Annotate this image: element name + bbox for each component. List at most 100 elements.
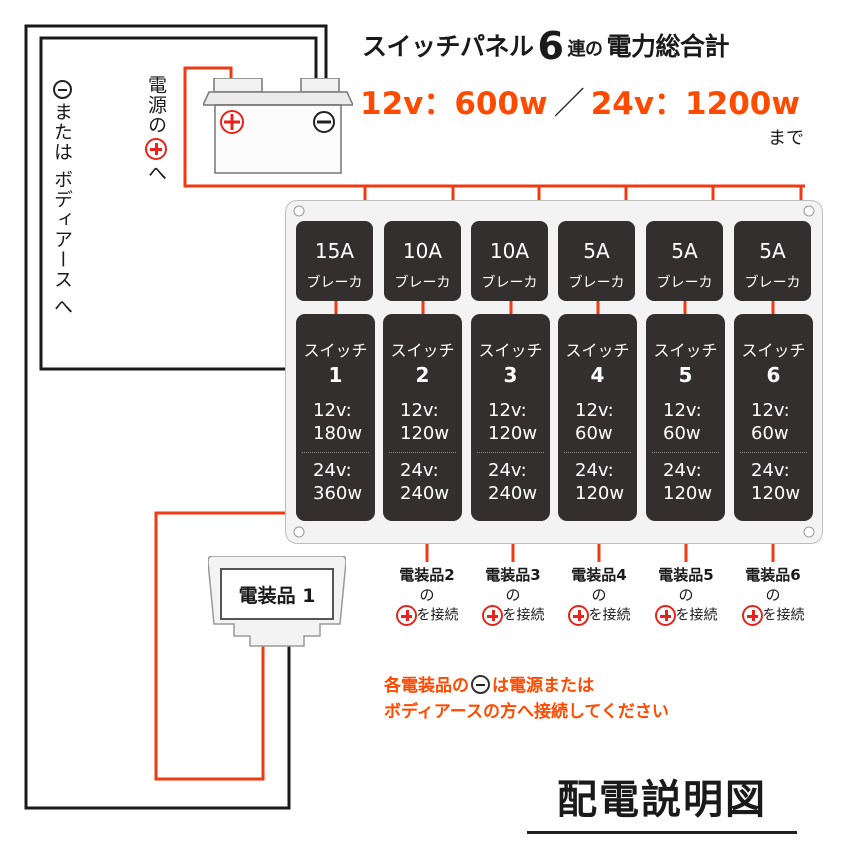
device-connect: を接続 <box>728 605 818 626</box>
device-1-label: 電装品 1 <box>220 568 334 620</box>
device-4-label: 電装品4 の を接続 <box>554 565 644 626</box>
divider <box>652 452 719 453</box>
device-connect: を接続 <box>641 605 731 626</box>
divider <box>389 452 456 453</box>
v12-label: 12v: <box>400 400 439 421</box>
breaker-label: ブレーカ <box>394 275 451 291</box>
switch-number: 4 <box>590 363 605 387</box>
plus-icon <box>741 605 763 626</box>
minus-icon <box>52 80 72 99</box>
device-3-label: 電装品3 の を接続 <box>468 565 558 626</box>
ground-label: または ボディアース へ <box>51 80 73 317</box>
note-line1-b: は電源または <box>492 676 594 696</box>
v24-label: 24v: <box>751 460 790 481</box>
switch-6[interactable]: スイッチ 6 12v: 60w 24v: 120w <box>734 314 813 521</box>
breaker-3[interactable]: 10A ブレーカ <box>471 221 548 301</box>
switch-label: スイッチ <box>478 341 543 360</box>
title-suffix: 電力総合計 <box>606 32 729 61</box>
device-connect-text: を接続 <box>762 607 805 624</box>
switch-label: スイッチ <box>565 341 630 360</box>
note-line1: 各電装品の は電源または <box>384 673 669 699</box>
note-line2: ボディアースの方へ接続してください <box>384 702 669 722</box>
breaker-amp: 5A <box>583 239 610 263</box>
w24-value: 120w <box>575 483 625 504</box>
device-name: 電装品2 <box>399 566 455 584</box>
black-wire-outer <box>24 24 328 810</box>
divider <box>302 452 369 453</box>
breaker-4[interactable]: 5A ブレーカ <box>558 221 635 301</box>
v24-label: 24v: <box>313 460 352 481</box>
device-connect: を接続 <box>554 605 644 626</box>
spec-slash: ／ <box>553 86 585 122</box>
device-of: の <box>678 586 694 604</box>
switch-label: スイッチ <box>390 341 455 360</box>
device-name: 電装品3 <box>485 566 541 584</box>
switch-number: 5 <box>678 363 693 387</box>
note-line1-a: 各電装品の <box>384 676 469 696</box>
device-of: の <box>505 586 521 604</box>
breaker-label: ブレーカ <box>744 275 801 291</box>
device-connect-text: を接続 <box>502 607 545 624</box>
v24-label: 24v: <box>400 460 439 481</box>
w12-value: 60w <box>575 423 613 444</box>
breaker-amp: 10A <box>489 239 530 263</box>
plus-icon <box>567 605 589 626</box>
panel-screw-holes <box>293 205 815 538</box>
battery <box>203 78 353 174</box>
v12-label: 12v: <box>751 400 790 421</box>
switch-number: 2 <box>415 363 430 387</box>
device-connect-text: を接続 <box>675 607 718 624</box>
v12-label: 12v: <box>663 400 702 421</box>
title-count: 6 <box>537 24 564 68</box>
switch-number: 6 <box>766 363 781 387</box>
w24-value: 360w <box>313 483 363 504</box>
device-2-label: 電装品2 の を接続 <box>382 565 472 626</box>
device-name: 電装品4 <box>571 566 627 584</box>
plus-icon <box>145 138 167 160</box>
v12-label: 12v: <box>313 400 352 421</box>
switch-5[interactable]: スイッチ 5 12v: 60w 24v: 120w <box>646 314 725 521</box>
device-name: 電装品6 <box>745 566 801 584</box>
minus-icon <box>471 675 490 694</box>
breaker-2[interactable]: 10A ブレーカ <box>384 221 461 301</box>
plus-icon <box>481 605 503 626</box>
note: 各電装品の は電源または ボディアースの方へ接続してください <box>384 673 669 725</box>
switch-label: スイッチ <box>303 341 368 360</box>
breaker-amp: 10A <box>402 239 443 263</box>
device-name: 電装品5 <box>658 566 714 584</box>
diagram-title: 配電説明図 <box>527 767 797 834</box>
plus-icon <box>654 605 676 626</box>
breaker-label: ブレーカ <box>656 275 713 291</box>
breaker-6[interactable]: 5A ブレーカ <box>734 221 811 301</box>
ground-label-text: または ボディアース へ <box>51 102 73 317</box>
breaker-label: ブレーカ <box>481 275 538 291</box>
breaker-amp: 15A <box>314 239 355 263</box>
switch-4[interactable]: スイッチ 4 12v: 60w 24v: 120w <box>558 314 637 521</box>
w24-value: 120w <box>663 483 713 504</box>
divider <box>477 452 544 453</box>
switch-3[interactable]: スイッチ 3 12v: 120w 24v: 240w <box>471 314 550 521</box>
breaker-5[interactable]: 5A ブレーカ <box>646 221 723 301</box>
w24-value: 120w <box>751 483 801 504</box>
v24-label: 24v: <box>488 460 527 481</box>
switch-number: 3 <box>503 363 518 387</box>
divider <box>564 452 631 453</box>
breaker-label: ブレーカ <box>568 275 625 291</box>
breaker-label: ブレーカ <box>306 275 363 291</box>
switch-number: 1 <box>328 363 343 387</box>
spec-12v: 12v：600w <box>360 86 548 122</box>
breaker-1[interactable]: 15A ブレーカ <box>296 221 373 301</box>
switch-2[interactable]: スイッチ 2 12v: 120w 24v: 240w <box>383 314 462 521</box>
device-connect-text: を接続 <box>588 607 631 624</box>
v24-label: 24v: <box>663 460 702 481</box>
device-5-label: 電装品5 の を接続 <box>641 565 731 626</box>
v12-label: 12v: <box>488 400 527 421</box>
device-of: の <box>419 586 435 604</box>
w12-value: 120w <box>400 423 450 444</box>
power-label-suffix: へ <box>145 163 167 183</box>
device-of: の <box>765 586 781 604</box>
w12-value: 180w <box>313 423 363 444</box>
plus-icon <box>395 605 417 626</box>
switch-1[interactable]: スイッチ 1 12v: 180w 24v: 360w <box>296 314 375 521</box>
